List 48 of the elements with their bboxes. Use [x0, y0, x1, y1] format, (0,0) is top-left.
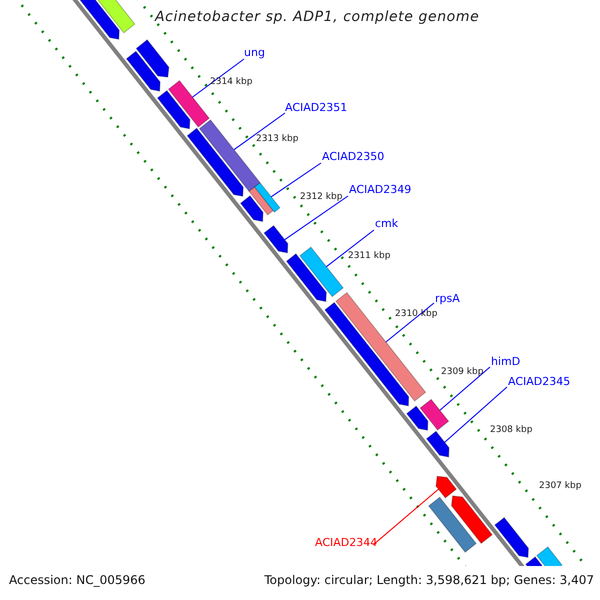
- leader-line: [192, 58, 244, 98]
- scale-label: 2314 kbp: [210, 78, 252, 88]
- gene-feature: [186, 128, 244, 197]
- scale-label: 2311 kbp: [348, 252, 390, 262]
- gene-label: himD: [491, 356, 520, 368]
- scale-label: 2313 kbp: [256, 135, 298, 145]
- gene-bar: [536, 546, 563, 566]
- gene-feature: [286, 253, 327, 302]
- gene-feature: [525, 556, 542, 566]
- gene-label: ACIAD2345: [508, 376, 570, 388]
- gene-feature: [494, 516, 529, 558]
- gene-label: rpsA: [435, 293, 460, 306]
- gene-feature: [240, 195, 264, 222]
- accession-text: Accession: NC_005966: [9, 574, 146, 588]
- leader-line: [439, 366, 490, 411]
- gene-feature: [126, 50, 161, 92]
- gene-bar: [420, 398, 450, 431]
- gene-label: ung: [244, 47, 265, 60]
- gene-bar: [168, 80, 210, 128]
- scale-label: 2308 kbp: [490, 426, 532, 436]
- gene-bar: [254, 182, 281, 213]
- scale-label: 2309 kbp: [441, 368, 484, 378]
- genome-title: Acinetobacter sp. ADP1, complete genome: [155, 10, 480, 26]
- gene-label: ACIAD2344: [315, 537, 378, 550]
- leader-line: [284, 196, 348, 240]
- leader-line: [270, 162, 322, 198]
- gene-label: ACIAD2349: [349, 184, 412, 196]
- scale-label: 2310 kbp: [395, 310, 438, 320]
- gene-feature: [435, 476, 457, 499]
- gene-bar: [299, 246, 344, 298]
- leader-line: [444, 386, 508, 443]
- gene-label: cmk: [375, 218, 398, 230]
- gene-bar: [428, 496, 477, 553]
- gene-feature: [263, 224, 288, 254]
- scale-label: 2307 kbp: [539, 482, 582, 492]
- leader-line: [372, 488, 439, 546]
- gene-feature: [450, 495, 493, 544]
- leader-line: [385, 302, 434, 342]
- genome-summary-text: Topology: circular; Length: 3,598,621 bp; Genes: 3,407: [264, 574, 594, 588]
- leader-line: [234, 112, 286, 150]
- gene-feature: [426, 430, 450, 458]
- gene-feature: [156, 90, 190, 130]
- gene-feature: [406, 405, 428, 431]
- scale-label: 2312 kbp: [300, 193, 342, 203]
- leader-line: [326, 230, 374, 268]
- gene-label: ACIAD2351: [285, 102, 348, 114]
- gene-feature: [136, 39, 170, 78]
- gene-label: ACIAD2350: [322, 151, 384, 164]
